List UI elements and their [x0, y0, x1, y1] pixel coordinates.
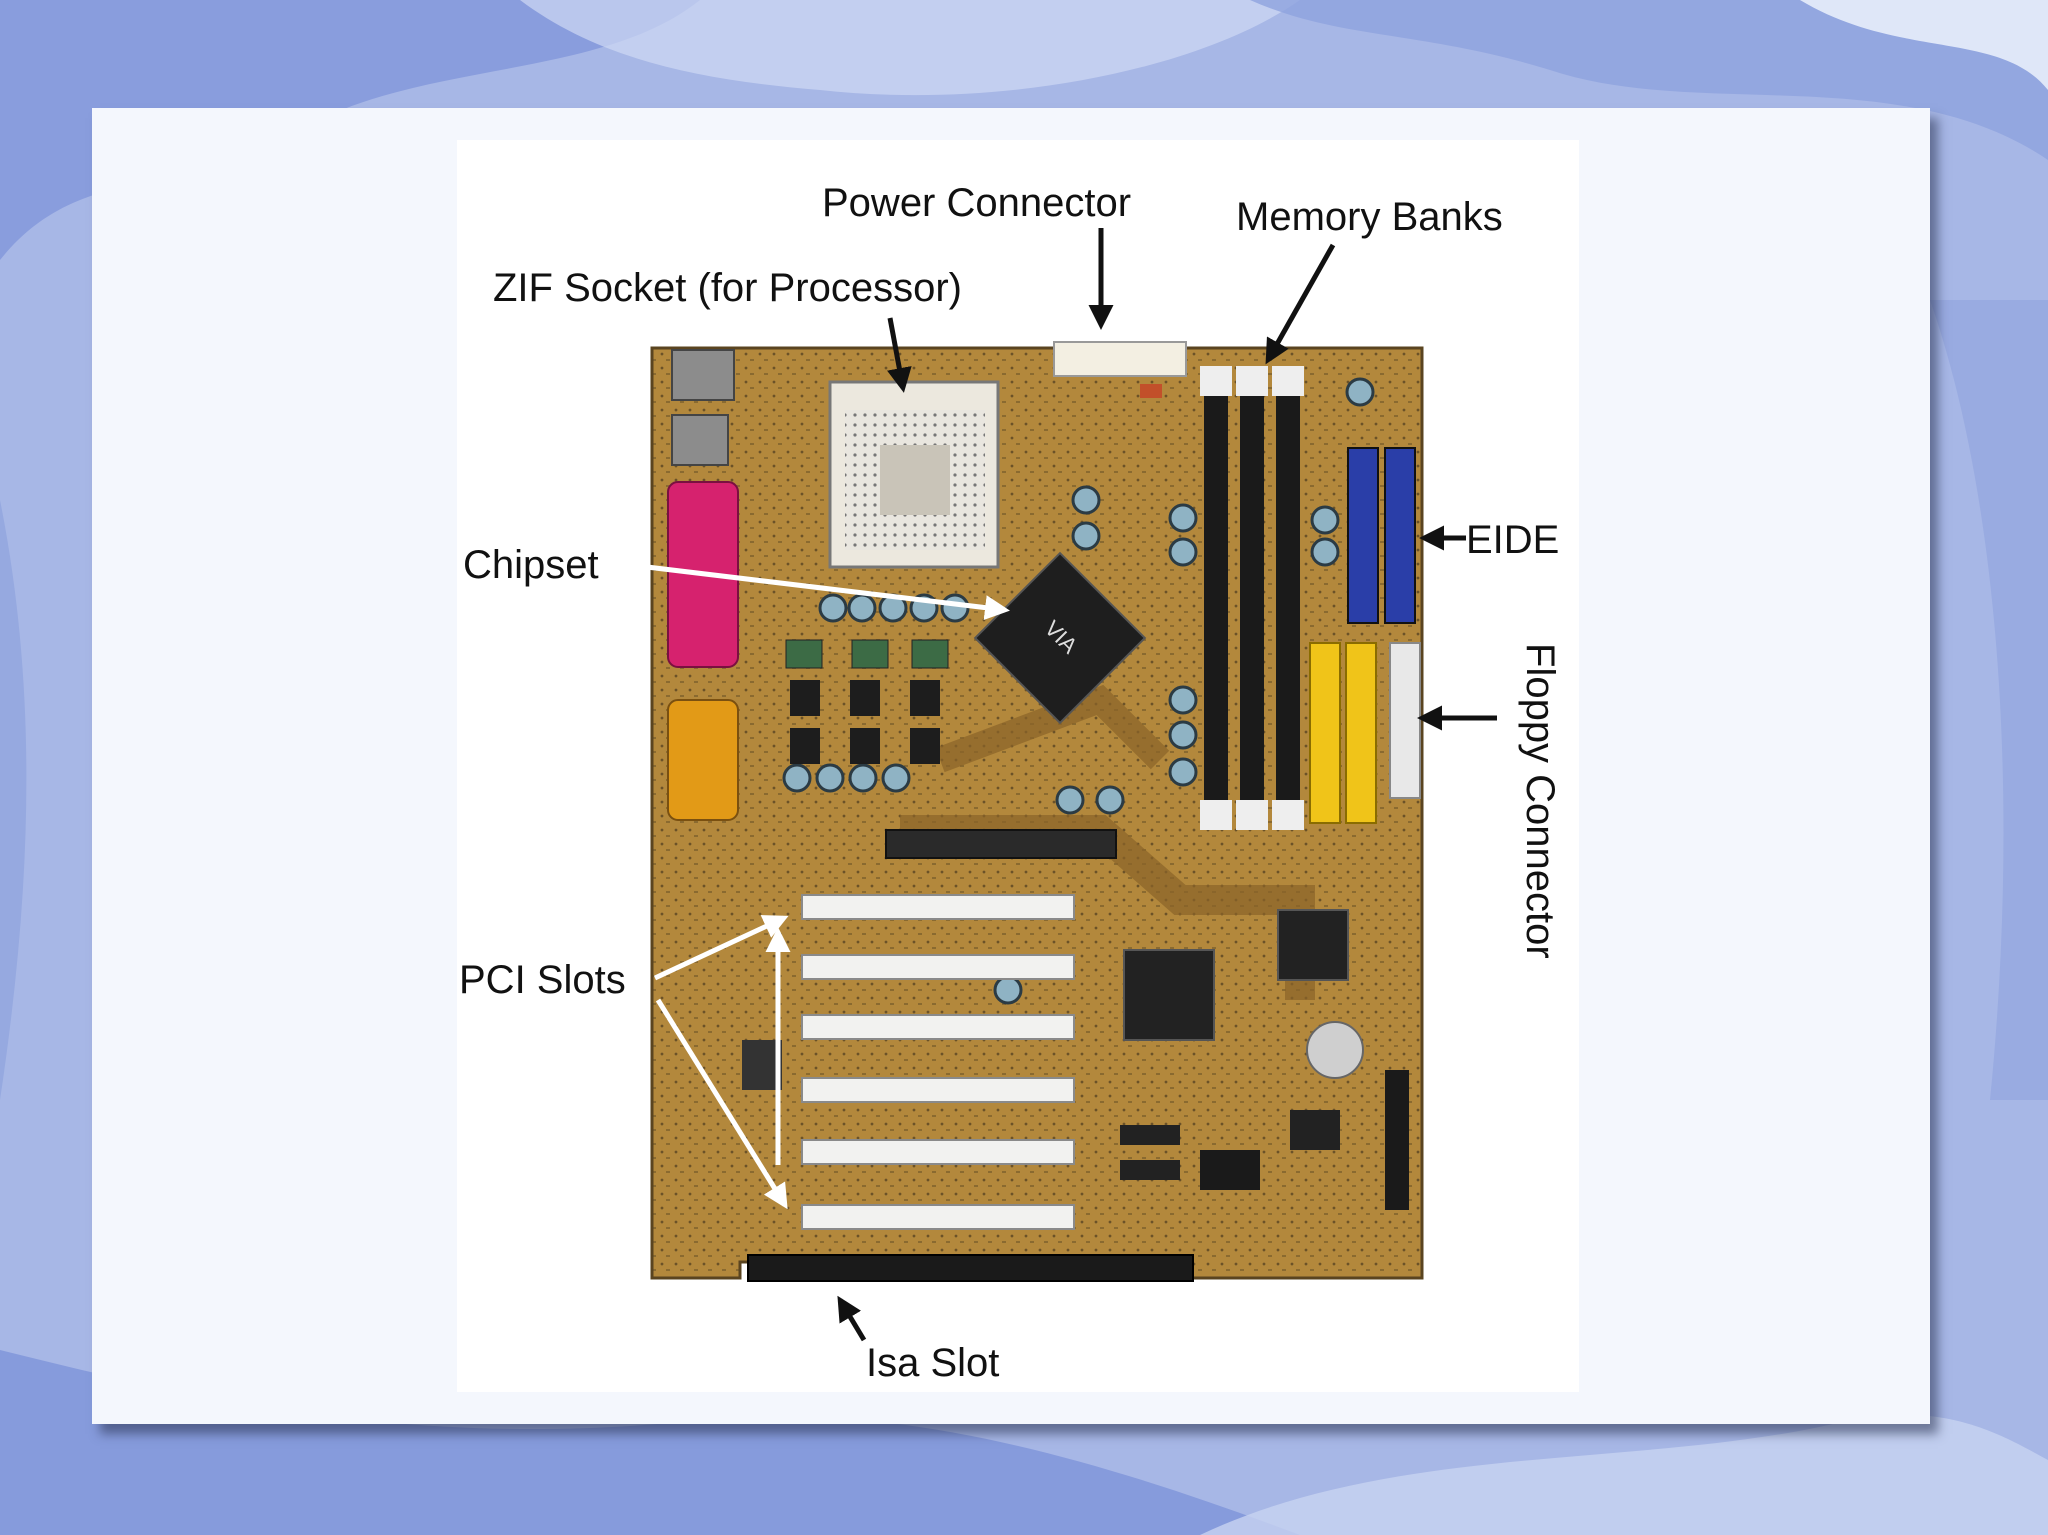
label-power-connector: Power Connector — [822, 183, 1131, 223]
label-pci-slots: PCI Slots — [459, 960, 626, 1000]
label-floppy-connector: Floppy Connector — [1520, 643, 1560, 959]
voltage-regulators — [786, 640, 948, 764]
memory-banks — [1200, 366, 1304, 830]
label-zif-socket: ZIF Socket (for Processor) — [493, 268, 962, 308]
label-isa-slot: Isa Slot — [866, 1343, 999, 1383]
label-chipset: Chipset — [463, 545, 599, 585]
floppy-and-ide-slots — [1310, 643, 1420, 823]
label-memory-banks: Memory Banks — [1236, 197, 1503, 237]
zif-socket — [830, 382, 998, 567]
back-panel-ports — [668, 350, 738, 820]
label-eide: EIDE — [1466, 520, 1559, 560]
isa-slot — [748, 1255, 1193, 1281]
agp-slot — [886, 830, 1116, 858]
